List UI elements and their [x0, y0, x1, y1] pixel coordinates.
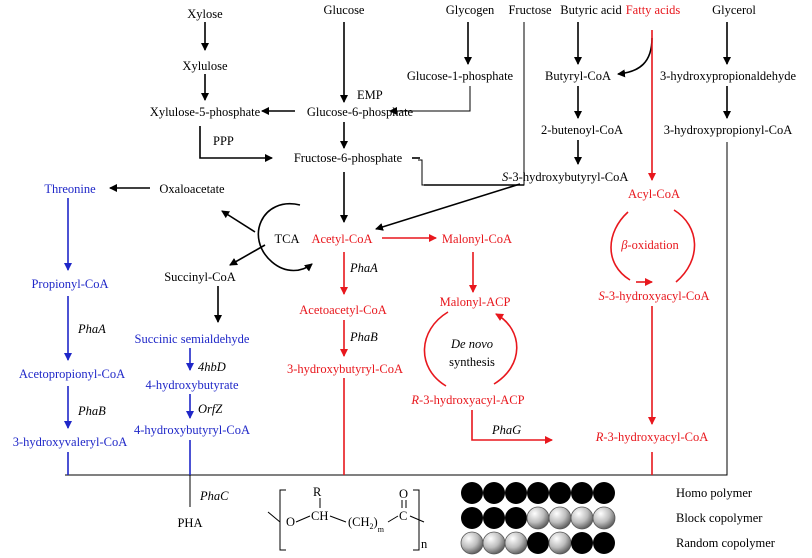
block-copolymer-label: Block copolymer — [676, 511, 763, 525]
butyryl-coa-label: Butyryl-CoA — [545, 69, 611, 83]
random-copolymer-label: Random copolymer — [676, 536, 776, 550]
threonine-label: Threonine — [44, 182, 96, 196]
3-hydroxyvaleryl-coa-label: 3-hydroxyvaleryl-CoA — [13, 435, 128, 449]
structure-r-label: R — [313, 485, 322, 499]
pha-monomer-structure: O CH R (CH2)m C O n — [267, 485, 428, 551]
malonyl-coa-label: Malonyl-CoA — [442, 232, 512, 246]
structure-ch2-label: (CH2)m — [348, 515, 385, 534]
acetopropionyl-coa-label: Acetopropionyl-CoA — [19, 367, 125, 381]
threonine-pathway-arrows — [64, 198, 194, 475]
s-3-hydroxyacyl-coa-label: S-3-hydroxyacyl-CoA — [598, 289, 709, 303]
phaB-enzyme-label-2: PhaB — [77, 404, 106, 418]
phaA-enzyme-label-2: PhaA — [77, 322, 106, 336]
4-hydroxybutyrate-label: 4-hydroxybutyrate — [145, 378, 238, 392]
fatty-acid-pathway-arrows — [340, 30, 696, 475]
phaC-enzyme-label: PhaC — [199, 489, 229, 503]
general-metabolite-labels: Xylose Xylulose Xylulose-5-phosphate Glu… — [150, 3, 797, 530]
fatty-acids-label: Fatty acids — [626, 3, 681, 17]
acetyl-coa-label: Acetyl-CoA — [311, 232, 372, 246]
4hbD-enzyme-label: 4hbD — [198, 360, 226, 374]
phaA-enzyme-label-1: PhaA — [349, 261, 378, 275]
acyl-coa-label: Acyl-CoA — [628, 187, 680, 201]
xylose-label: Xylose — [187, 7, 223, 21]
3-hydroxybutyryl-coa-label: 3-hydroxybutyryl-CoA — [287, 362, 403, 376]
structure-n-label: n — [421, 537, 428, 551]
synthesis-label: synthesis — [449, 355, 495, 369]
homo-polymer-beads — [461, 482, 615, 504]
general-pathway-arrows — [65, 22, 731, 507]
4-hydroxybutyryl-coa-label: 4-hydroxybutyryl-CoA — [134, 423, 250, 437]
acetoacetyl-coa-label: Acetoacetyl-CoA — [299, 303, 386, 317]
oxaloacetate-label: Oxaloacetate — [159, 182, 225, 196]
glucose-1-phosphate-label: Glucose-1-phosphate — [407, 69, 514, 83]
block-copolymer-beads — [461, 506, 616, 530]
2-butenoyl-coa-label: 2-butenoyl-CoA — [541, 123, 623, 137]
phaG-enzyme-label: PhaG — [491, 423, 521, 437]
propionyl-coa-label: Propionyl-CoA — [31, 277, 108, 291]
beta-oxidation-label: β-oxidation — [620, 238, 679, 252]
malonyl-acp-label: Malonyl-ACP — [440, 295, 511, 309]
glucose-6-phosphate-label: Glucose-6-phosphate — [307, 105, 414, 119]
glucose-label: Glucose — [324, 3, 365, 17]
xylulose-5-phosphate-label: Xylulose-5-phosphate — [150, 105, 261, 119]
pha-label: PHA — [177, 516, 202, 530]
s-3-hydroxybutyryl-coa-label: S-3-hydroxybutyryl-CoA — [502, 170, 628, 184]
glycerol-label: Glycerol — [712, 3, 756, 17]
de-novo-label: De novo — [450, 337, 493, 351]
3-hydroxypropionyl-coa-label: 3-hydroxypropionyl-CoA — [664, 123, 792, 137]
xylulose-label: Xylulose — [182, 59, 228, 73]
succinyl-coa-label: Succinyl-CoA — [164, 270, 236, 284]
butyric-acid-label: Butyric acid — [560, 3, 622, 17]
threonine-metabolite-labels: Threonine Propionyl-CoA PhaA Succinic se… — [13, 182, 250, 503]
r-3-hydroxyacyl-acp-label: R-3-hydroxyacyl-ACP — [410, 393, 524, 407]
orfZ-enzyme-label: OrfZ — [198, 402, 223, 416]
random-copolymer-beads — [460, 531, 615, 555]
glycogen-label: Glycogen — [446, 3, 495, 17]
r-3-hydroxyacyl-coa-label: R-3-hydroxyacyl-CoA — [595, 430, 708, 444]
structure-o-label: O — [286, 515, 295, 529]
fructose-6-phosphate-label: Fructose-6-phosphate — [294, 151, 403, 165]
fructose-label: Fructose — [508, 3, 552, 17]
structure-ch-label: CH — [311, 509, 328, 523]
structure-c-label: C — [399, 509, 407, 523]
succinic-semialdehyde-label: Succinic semialdehyde — [135, 332, 250, 346]
structure-o2-label: O — [399, 487, 408, 501]
emp-label: EMP — [357, 88, 383, 102]
polymer-legend: Homo polymer Block copolymer Random copo… — [460, 482, 776, 555]
phaB-enzyme-label-1: PhaB — [349, 330, 378, 344]
fatty-acid-metabolite-labels: Fatty acids Acyl-CoA β-oxidation Acetyl-… — [287, 3, 710, 444]
3-hydroxypropionaldehyde-label: 3-hydroxypropionaldehyde — [660, 69, 797, 83]
tca-label: TCA — [275, 232, 300, 246]
ppp-label: PPP — [213, 134, 234, 148]
homo-polymer-label: Homo polymer — [676, 486, 753, 500]
